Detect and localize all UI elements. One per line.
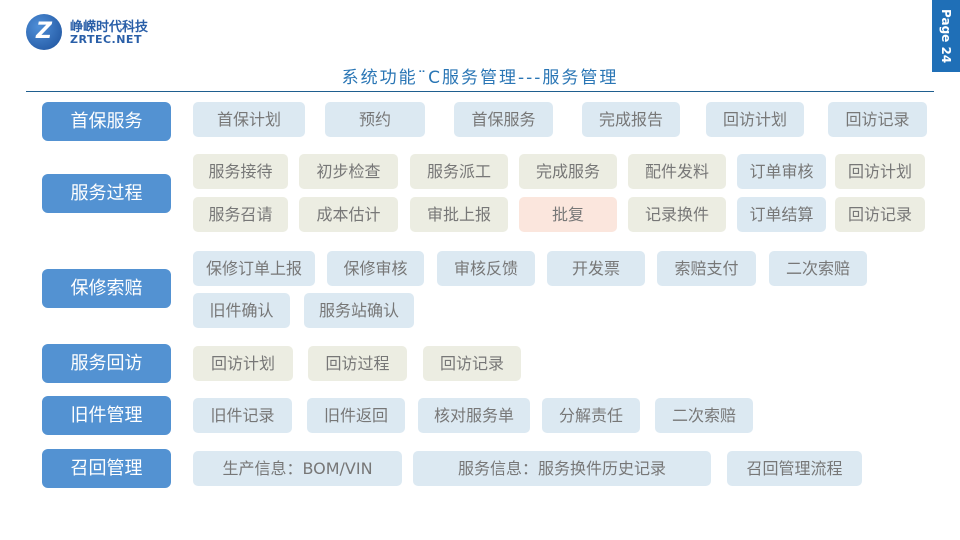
function-chip[interactable]: 召回管理流程: [727, 451, 862, 486]
function-chip[interactable]: 回访过程: [308, 346, 407, 381]
function-chip[interactable]: 配件发料: [628, 154, 726, 189]
function-chip[interactable]: 回访计划: [835, 154, 925, 189]
function-chip[interactable]: 旧件记录: [193, 398, 292, 433]
function-chip[interactable]: 完成报告: [582, 102, 680, 137]
function-chip[interactable]: 批复: [519, 197, 617, 232]
function-chip[interactable]: 生产信息：BOM/VIN: [193, 451, 402, 486]
function-chip[interactable]: 首保计划: [193, 102, 305, 137]
function-chip[interactable]: 订单结算: [737, 197, 826, 232]
function-chip[interactable]: 回访记录: [423, 346, 521, 381]
function-chip[interactable]: 回访记录: [828, 102, 927, 137]
function-chip[interactable]: 初步检查: [299, 154, 398, 189]
function-chip[interactable]: 服务站确认: [304, 293, 414, 328]
function-chip[interactable]: 完成服务: [519, 154, 617, 189]
function-chip[interactable]: 记录换件: [628, 197, 726, 232]
page-number-tab: Page 24: [932, 0, 960, 72]
category-button[interactable]: 首保服务: [42, 102, 171, 141]
function-chip[interactable]: 首保服务: [454, 102, 553, 137]
function-chip[interactable]: 回访计划: [193, 346, 293, 381]
function-chip[interactable]: 旧件确认: [193, 293, 290, 328]
function-chip[interactable]: 成本估计: [299, 197, 398, 232]
function-chip[interactable]: 二次索赔: [769, 251, 867, 286]
logo-text-en: ZRTEC.NET: [70, 33, 142, 46]
function-chip[interactable]: 预约: [325, 102, 425, 137]
function-chip[interactable]: 二次索赔: [655, 398, 753, 433]
category-button[interactable]: 服务过程: [42, 174, 171, 213]
function-chip[interactable]: 核对服务单: [418, 398, 530, 433]
category-button[interactable]: 服务回访: [42, 344, 171, 383]
logo-text-cn: 峥嵘时代科技: [70, 20, 149, 35]
function-chip[interactable]: 分解责任: [542, 398, 640, 433]
function-chip[interactable]: 开发票: [547, 251, 645, 286]
function-chip[interactable]: 服务派工: [410, 154, 508, 189]
function-chip[interactable]: 回访计划: [706, 102, 804, 137]
category-button[interactable]: 保修索赔: [42, 269, 171, 308]
function-chip[interactable]: 保修订单上报: [193, 251, 315, 286]
title-divider: [26, 91, 934, 92]
category-button[interactable]: 召回管理: [42, 449, 171, 488]
function-chip[interactable]: 审批上报: [410, 197, 508, 232]
function-chip[interactable]: 服务召请: [193, 197, 288, 232]
function-chip[interactable]: 回访记录: [835, 197, 925, 232]
function-chip[interactable]: 服务接待: [193, 154, 288, 189]
function-chip[interactable]: 保修审核: [327, 251, 424, 286]
function-chip[interactable]: 审核反馈: [437, 251, 535, 286]
function-chip[interactable]: 订单审核: [737, 154, 826, 189]
category-button[interactable]: 旧件管理: [42, 396, 171, 435]
logo-icon: Z: [26, 14, 62, 50]
function-chip[interactable]: 旧件返回: [307, 398, 405, 433]
function-chip[interactable]: 服务信息：服务换件历史记录: [413, 451, 711, 486]
function-chip[interactable]: 索赔支付: [657, 251, 756, 286]
page-title: 系统功能¨C服务管理---服务管理: [341, 68, 619, 88]
